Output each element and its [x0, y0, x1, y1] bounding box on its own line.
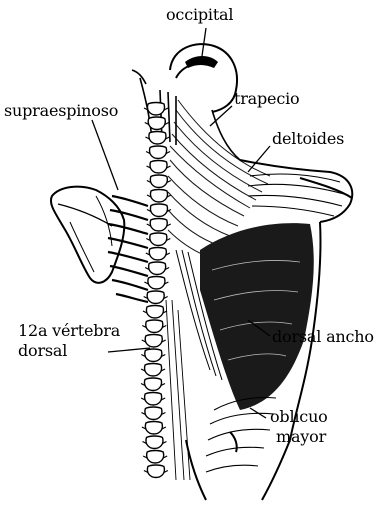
vertebra — [149, 248, 166, 261]
leader-occipital — [202, 28, 206, 56]
label-12a-vertebra: 12a vértebra — [18, 322, 120, 340]
vertebra — [149, 132, 166, 145]
vertebra — [146, 436, 163, 449]
label-mayor: mayor — [276, 428, 326, 446]
vertebra — [145, 349, 162, 362]
vertebra — [150, 146, 167, 159]
label-trapecio: trapecio — [234, 90, 299, 108]
vertebra — [145, 407, 162, 420]
neck — [132, 70, 240, 160]
vertebra — [150, 219, 167, 232]
vertebra — [150, 190, 167, 203]
vertebra — [145, 393, 162, 406]
vertebra — [150, 204, 167, 217]
vertebra — [145, 422, 162, 435]
scapula — [51, 187, 124, 283]
label-deltoides: deltoides — [272, 130, 344, 148]
vertebra — [145, 364, 162, 377]
vertebra — [148, 117, 165, 130]
vertebra — [149, 262, 166, 275]
vertebra — [150, 233, 167, 246]
vertebra — [144, 378, 161, 391]
vertebra — [147, 103, 164, 116]
vertebra — [145, 335, 162, 348]
leader-deltoides — [248, 146, 270, 172]
label-oblicuo: oblicuo — [270, 408, 328, 426]
label-supraespinoso: supraespinoso — [4, 102, 118, 120]
lower-back-fibers — [166, 300, 190, 480]
label-occipital: occipital — [166, 6, 233, 24]
leader-supraespinoso — [92, 120, 118, 190]
vertebra — [147, 451, 164, 464]
vertebra — [147, 465, 164, 478]
label-dorsal: dorsal — [18, 342, 67, 360]
vertebra — [146, 320, 163, 333]
head-outline — [170, 44, 237, 112]
vertebra — [146, 306, 163, 319]
vertebra — [147, 291, 164, 304]
vertebra — [148, 277, 165, 290]
vertebra — [150, 161, 167, 174]
vertebra — [150, 175, 167, 188]
leader-vertebra — [108, 348, 150, 352]
deltoid — [248, 174, 344, 216]
occipital-bone — [185, 56, 218, 68]
label-dorsal-ancho: dorsal ancho — [272, 328, 374, 346]
